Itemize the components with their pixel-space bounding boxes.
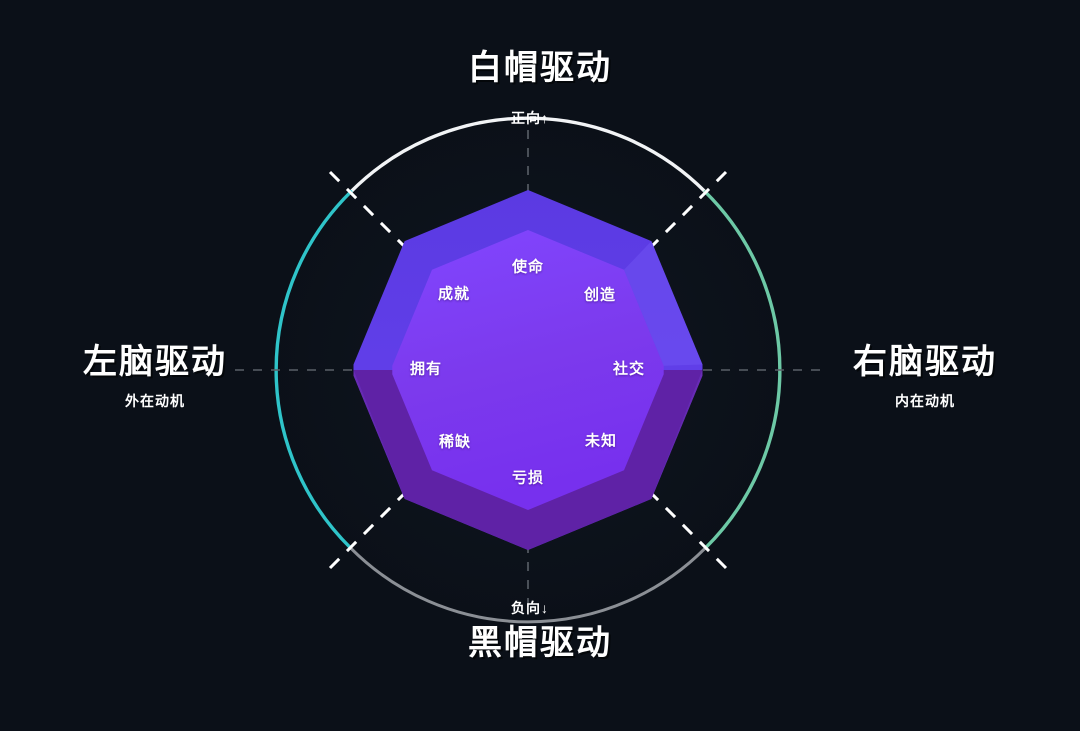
axis-label-right: 右脑驱动 内在动机 xyxy=(790,344,1060,411)
bevel-wedge-bottom xyxy=(353,370,703,550)
axis-subtitle-left: 外在动机 xyxy=(125,392,185,409)
polarity-label-positive: 正向↑ xyxy=(511,110,549,126)
axis-title-left: 左脑驱动 xyxy=(83,343,227,381)
core-drive-avoidance: 亏损 xyxy=(511,469,545,487)
octagon-inner-face xyxy=(392,230,664,510)
axis-subtitle-right: 内在动机 xyxy=(895,392,955,409)
arc-top-white xyxy=(349,116,707,194)
axis-title-right: 右脑驱动 xyxy=(853,343,997,381)
core-drive-mission: 使命 xyxy=(511,258,545,276)
core-drive-ownership: 拥有 xyxy=(409,360,443,378)
arc-bottom-gray xyxy=(349,546,707,624)
core-drive-scarcity: 稀缺 xyxy=(438,433,472,451)
axis-title-top: 白帽驱动 xyxy=(468,49,612,87)
axis-label-top: 白帽驱动 xyxy=(390,50,690,87)
polarity-label-negative: 负向↓ xyxy=(511,600,549,616)
core-drive-creativity: 创造 xyxy=(583,286,617,304)
octagon-bevel xyxy=(353,190,703,550)
core-drive-unpredictability: 未知 xyxy=(584,432,618,450)
axis-title-bottom: 黑帽驱动 xyxy=(468,624,612,662)
core-drive-accomplishment: 成就 xyxy=(437,285,471,303)
core-drive-social: 社交 xyxy=(612,360,646,378)
axis-label-bottom: 黑帽驱动 xyxy=(390,625,690,662)
bevel-highlight xyxy=(624,241,703,366)
axis-label-left: 左脑驱动 外在动机 xyxy=(20,344,290,411)
